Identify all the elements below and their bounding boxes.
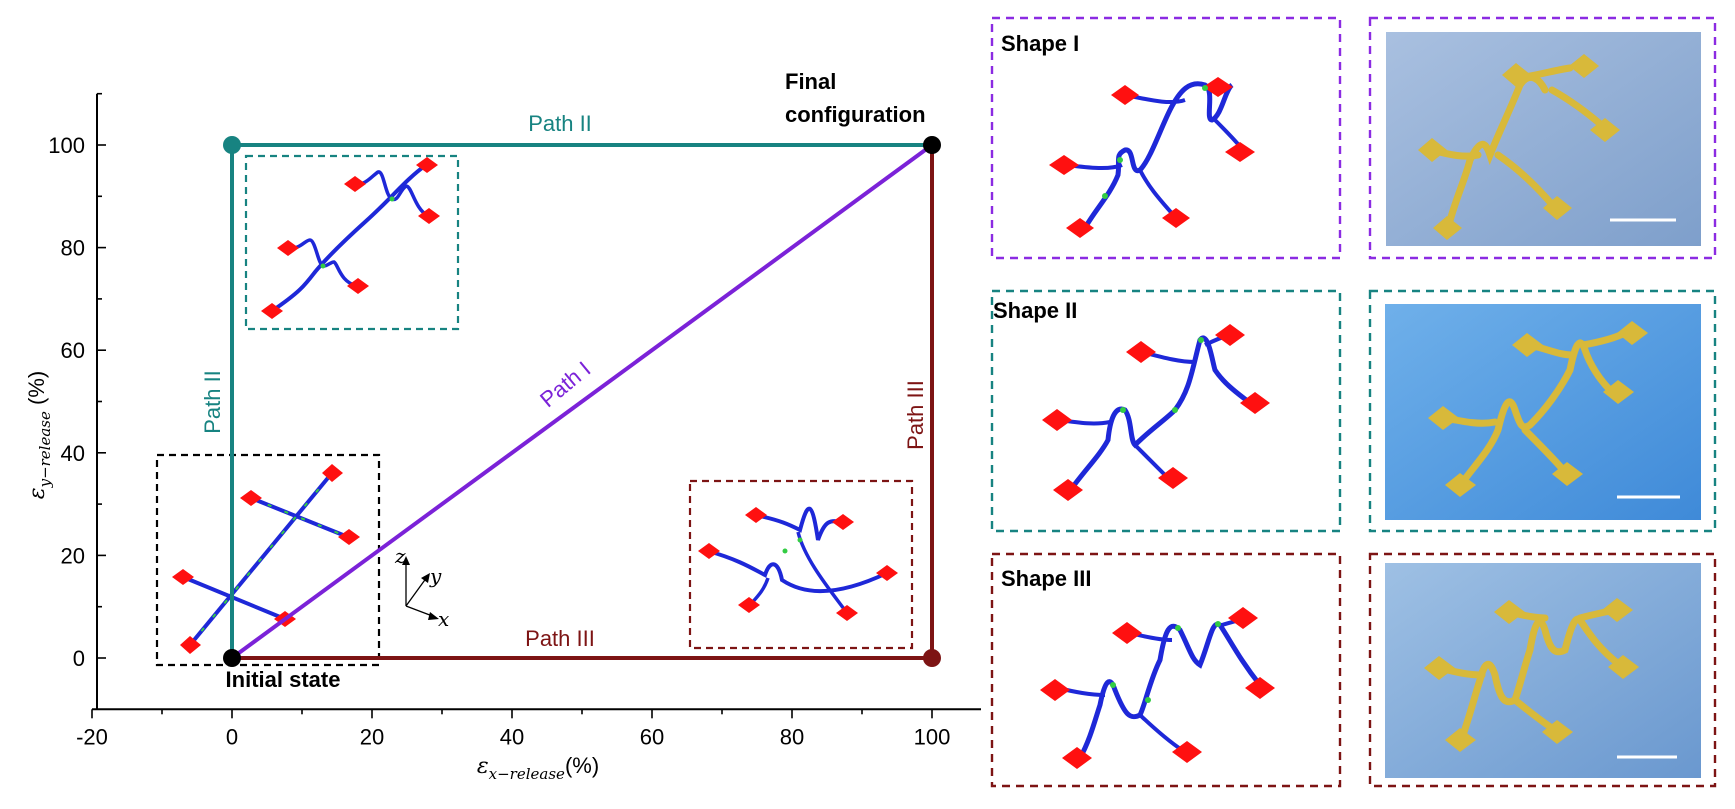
x-tick-label: 100 bbox=[914, 724, 951, 749]
shape-iii-model-panel: Shape III bbox=[990, 552, 1342, 788]
x-tick-label: 40 bbox=[500, 724, 524, 749]
path-ii-top-label: Path II bbox=[528, 111, 592, 136]
chart-series bbox=[230, 143, 934, 660]
inset-path-iii-shape bbox=[688, 479, 914, 650]
initial-state-label: Initial state bbox=[226, 667, 341, 692]
y-tick-label: 100 bbox=[48, 133, 85, 158]
shape-iii-3d-structure bbox=[1040, 607, 1275, 769]
triad-x-label: x bbox=[438, 607, 449, 631]
shape-ii-3d-structure bbox=[1042, 324, 1270, 501]
shape-ii-photo-panel bbox=[1368, 289, 1717, 533]
shape-i-photo-panel bbox=[1368, 16, 1717, 260]
x-tick-label: 0 bbox=[226, 724, 238, 749]
y-tick-label: 80 bbox=[61, 236, 85, 261]
state-point-3 bbox=[223, 136, 241, 154]
y-tick-label: 60 bbox=[61, 338, 85, 363]
state-point-2 bbox=[923, 136, 941, 154]
shape-i-model-panel: Shape I bbox=[990, 16, 1342, 260]
buckled-ribbon-structure-iii bbox=[698, 506, 898, 621]
shape-i-title: Shape I bbox=[1001, 31, 1079, 56]
shape-ii-gold-pads bbox=[1428, 321, 1648, 497]
x-tick-label: 80 bbox=[780, 724, 804, 749]
inset-initial-state bbox=[155, 453, 381, 667]
inset-path-ii-shape bbox=[244, 154, 460, 331]
x-tick-label: -20 bbox=[76, 724, 108, 749]
chart-ticks: -20 0 20 40 60 80 100 0 20 40 60 80 100 bbox=[48, 92, 951, 749]
triad-z-label: z bbox=[394, 544, 406, 568]
state-point-4 bbox=[923, 649, 941, 667]
shape-ii-model-panel: Shape II bbox=[990, 289, 1342, 533]
x-tick-label: 60 bbox=[640, 724, 664, 749]
shape-i-micrograph bbox=[1386, 32, 1701, 246]
y-axis-title: εy−release (%) bbox=[24, 371, 54, 499]
x-tick-label: 20 bbox=[360, 724, 384, 749]
triad-y-label: y bbox=[429, 564, 442, 588]
final-configuration-label-2: configuration bbox=[785, 102, 926, 127]
y-tick-label: 40 bbox=[61, 441, 85, 466]
flat-ribbon-structure bbox=[172, 464, 360, 654]
y-tick-label: 0 bbox=[73, 646, 85, 671]
final-configuration-label-1: Final bbox=[785, 69, 836, 94]
series-line-1 bbox=[230, 143, 934, 660]
shape-iii-photo-panel bbox=[1368, 552, 1717, 788]
y-tick-label: 20 bbox=[61, 543, 85, 568]
path-i-label: Path I bbox=[535, 356, 595, 412]
axis-triad-icon: z y x bbox=[394, 544, 449, 631]
shape-iii-gold-pads bbox=[1424, 598, 1639, 752]
shape-i-3d-structure bbox=[1049, 77, 1255, 238]
x-axis-title: εx−release(%) bbox=[477, 753, 599, 783]
shape-iii-title: Shape III bbox=[1001, 566, 1091, 591]
shape-ii-title: Shape II bbox=[993, 298, 1077, 323]
state-point-1 bbox=[223, 649, 241, 667]
release-strain-chart: -20 0 20 40 60 80 100 0 20 40 60 80 100 bbox=[24, 69, 981, 783]
buckled-ribbon-structure-ii bbox=[261, 157, 440, 319]
path-iii-right-label: Path III bbox=[903, 380, 928, 450]
chart-points bbox=[223, 136, 941, 667]
path-iii-bottom-label: Path III bbox=[525, 626, 595, 651]
shape-i-gold-pads bbox=[1418, 54, 1620, 240]
path-ii-left-label: Path II bbox=[200, 370, 225, 434]
